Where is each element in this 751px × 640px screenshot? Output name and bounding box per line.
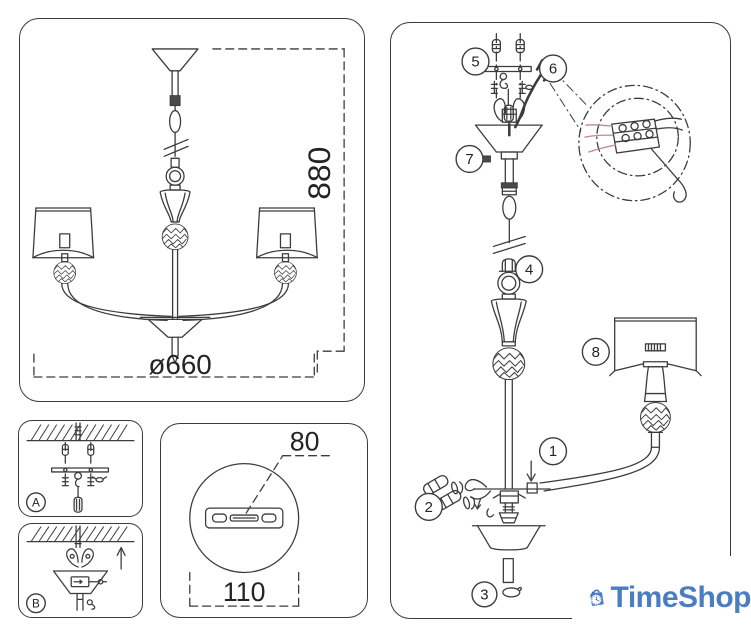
canopy-assembly [474, 98, 543, 255]
step-7-badge: 7 [455, 144, 484, 174]
crystal-ball-center [161, 223, 189, 251]
cable-tie [650, 148, 687, 203]
chain-and-wire [163, 95, 189, 157]
diameter-dimension-label: ø660 [148, 349, 211, 380]
central-column [490, 298, 527, 490]
assembly-panel: 5 6 7 4 8 1 2 3 [390, 22, 731, 619]
canopy-mount-drawing: B [25, 525, 135, 614]
svg-text:2: 2 [425, 500, 433, 516]
hook-loop [165, 157, 185, 191]
neutral-wires [653, 117, 683, 131]
spring-clips [66, 548, 94, 568]
step-a-badge: A [25, 492, 46, 513]
wiring-detail-callout [578, 84, 691, 203]
exploded-assembly-drawing: 5 6 7 4 8 1 2 3 [414, 33, 702, 608]
canopy-base-circle [189, 462, 300, 574]
screwdriver [73, 486, 83, 513]
canopy-set-screw [481, 155, 491, 163]
step-4-badge: 4 [515, 255, 544, 284]
insert-arrow-icon [526, 460, 536, 482]
chandelier-overview-drawing: 880 ø660 [32, 48, 345, 380]
overview-panel: 880 ø660 [19, 18, 365, 402]
left-arm [61, 282, 172, 322]
mounting-plate-detail-drawing: 80 110 [189, 427, 332, 609]
bottom-bowl [471, 525, 546, 551]
threaded-rod [74, 422, 82, 442]
arm-mounting-plate [464, 478, 551, 524]
bottom-bowl [139, 316, 211, 364]
step-6-badge: 6 [538, 54, 568, 83]
svg-text:4: 4 [525, 262, 533, 278]
ceiling-canopy [151, 48, 199, 97]
ceiling-hatch [30, 424, 128, 442]
mounting-plate [204, 507, 284, 529]
up-arrow-icon [116, 546, 126, 570]
svg-text:A: A [32, 497, 40, 510]
crystal-ball-left [53, 261, 77, 284]
mount-step-a-panel: A [18, 420, 143, 517]
mounting-bar [50, 467, 110, 488]
finial-cap [502, 586, 522, 598]
brand-name: TimeShop [610, 581, 751, 614]
svg-text:B: B [32, 598, 40, 611]
terminal-block [611, 118, 661, 154]
shade-arm-assembly [526, 317, 702, 494]
step-8-badge: 8 [581, 337, 610, 366]
central-column [159, 189, 191, 321]
finial-rod [502, 557, 514, 584]
wall-anchors [61, 441, 95, 467]
live-wires [584, 124, 617, 153]
right-lampshade [255, 207, 318, 263]
hanging-loop [497, 258, 521, 300]
loose-wires [464, 478, 495, 518]
mount-step-b-panel: B [18, 523, 143, 618]
slot-dimension-label: 80 [290, 427, 320, 457]
step-1-badge: 1 [538, 437, 568, 466]
height-dimension-label: 880 [301, 147, 337, 200]
right-arm [178, 282, 290, 322]
plate-detail-panel: 80 110 [160, 423, 368, 618]
canopy [52, 570, 109, 595]
stem-below-canopy [76, 592, 96, 611]
svg-text:3: 3 [480, 587, 488, 603]
dimension-lines [189, 455, 332, 609]
plate-dimension-label: 110 [223, 577, 266, 607]
svg-text:6: 6 [549, 61, 557, 77]
step-3-badge: 3 [471, 581, 498, 608]
clock-bag-icon [589, 589, 605, 606]
crystal-ball-shade [640, 402, 671, 433]
svg-text:8: 8 [592, 345, 600, 361]
svg-text:5: 5 [471, 54, 479, 70]
step-2-badge: 2 [414, 492, 443, 522]
bracket-hardware [484, 33, 534, 122]
ceiling-bracket-drawing: A [25, 422, 135, 513]
timeshop-logo: TimeShop [572, 556, 751, 640]
crystal-ball-right [274, 261, 297, 284]
left-lampshade [32, 207, 95, 263]
crystal-ball-column [492, 347, 526, 381]
step-b-badge: B [25, 593, 46, 614]
mount-screws [61, 473, 108, 487]
dimension-lines [33, 48, 345, 380]
svg-text:1: 1 [549, 444, 557, 460]
step-5-badge: 5 [461, 47, 490, 76]
svg-text:7: 7 [465, 152, 473, 168]
ceiling-hatch [30, 526, 128, 543]
threaded-rod [74, 525, 82, 549]
bulb-sockets [422, 475, 476, 510]
